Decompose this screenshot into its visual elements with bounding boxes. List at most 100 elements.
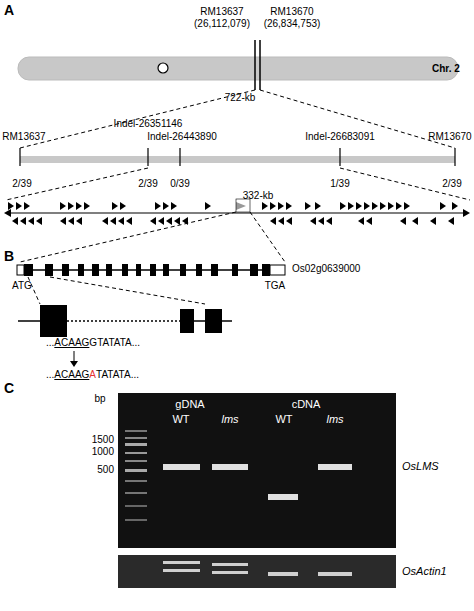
gene-arrow [412,217,418,225]
lane-label: WT [275,413,292,426]
gene-label: OsLMS [402,460,439,473]
gene-arrow [120,202,126,210]
gene-arrow [452,202,458,210]
gene-arrow [24,202,30,210]
gene-arrow [76,202,82,210]
gene-arrow [36,217,42,225]
gene-arrow [358,217,364,225]
interval-size: 722-kb [225,92,256,104]
gene-arrow [262,202,268,210]
marker-label: Indel-26351146 [114,118,183,130]
gene-arrow [315,202,321,210]
gene-arrow [430,217,436,225]
axis-unit: bp [94,393,105,405]
gene-arrow [110,217,116,225]
gene-arrow [158,217,164,225]
gene-arrow [286,217,292,225]
sequence-text: ACAAG [54,337,89,349]
gene-arrow [60,202,66,210]
lane-group: cDNA [292,398,321,411]
recombinant-count: 2/39 [442,178,461,190]
sequence-text: GTATATA... [89,337,140,349]
codon-label: TGA [265,280,286,292]
gene-arrow [305,202,311,210]
lane-group: gDNA [175,398,204,411]
gene-arrow [102,217,108,225]
gene-arrow [20,217,26,225]
gene-arrow [278,202,284,210]
lane-label: lms [326,413,343,426]
sequence-text: ACAAG [54,369,89,381]
recombinant-count: 2/39 [12,178,31,190]
gene-arrow [404,202,410,210]
sequence-row: ...ACAAGGTATATA... [46,337,140,349]
gene-arrow [68,202,74,210]
chromosome-label: Chr. 2 [432,63,460,75]
gene-arrow [356,202,362,210]
gene-arrow [270,202,276,210]
gene-arrow [171,202,177,210]
gene-arrow [84,202,90,210]
panel-letter: A [4,2,14,18]
lane-label: lms [221,413,238,426]
gene-arrow [68,217,74,225]
gene-arrow [326,217,332,225]
gene-label: OsActin1 [402,565,447,578]
marker-label: Indel-26683091 [305,131,375,143]
panel-letter: B [4,248,14,264]
ladder-size: 1000 [92,446,114,458]
gene-arrow [270,217,276,225]
mutation-base: A [89,369,96,381]
sequence-text: ... [46,337,54,349]
gene-arrow [112,202,118,210]
gene-arrow [318,217,324,225]
gene-arrow [388,202,394,210]
interval-size: 332-kb [243,190,274,202]
gene-arrow [163,202,169,210]
gene-arrow [76,217,82,225]
gene-arrow [310,217,316,225]
codon-label: ATG [12,280,32,292]
gene-arrow [278,217,284,225]
sequence-row: ...ACAAGATATATA... [46,369,139,381]
gene-arrow [448,217,454,225]
recombinant-count: 2/39 [138,178,157,190]
ladder-size: 1500 [92,434,114,446]
gene-arrow [348,202,354,210]
marker-label: Indel-26443890 [147,131,217,143]
gene-arrow [340,202,346,210]
gene-arrow [118,217,124,225]
lane-label: WT [172,413,189,426]
gene-arrow [205,202,211,210]
gene-arrow [364,202,370,210]
gene-arrow [60,217,66,225]
gene-arrow [126,217,132,225]
gene-arrow [150,217,156,225]
gene-arrow [166,217,172,225]
gene-arrow [174,217,180,225]
panel-letter: C [4,380,14,396]
marker-label: RM13670 [428,131,471,143]
gene-arrow [28,217,34,225]
ladder-size: 500 [97,464,114,476]
gene-arrow [155,202,161,210]
gene-arrow [372,202,378,210]
gene-id: Os02g0639000 [292,263,360,275]
gene-arrow [286,202,292,210]
gene-arrow [366,217,372,225]
marker-label: RM13637 (26,112,079) [190,6,254,29]
sequence-text: ... [46,369,54,381]
sequence-text: TATATA... [96,369,139,381]
recombinant-count: 1/39 [330,178,349,190]
gene-arrow [400,217,406,225]
gene-arrow [12,217,18,225]
gene-arrow [16,202,22,210]
gene-arrow [380,202,386,210]
gene-arrow [396,202,402,210]
gene-arrow [8,202,14,210]
marker-label: RM13670 (26,834,753) [260,6,324,29]
recombinant-count: 0/39 [170,178,189,190]
marker-label: RM13637 [2,131,45,143]
